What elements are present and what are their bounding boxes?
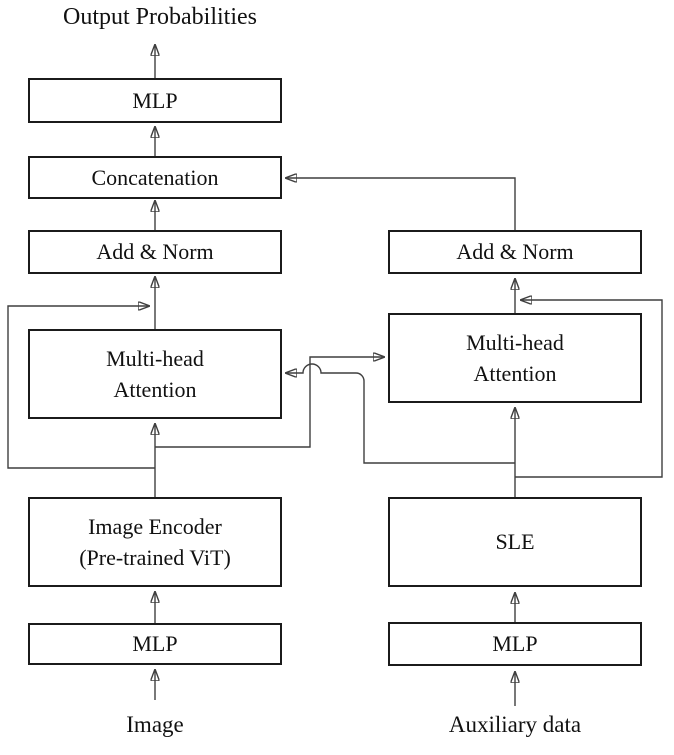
box-mlp-aux: MLP xyxy=(388,622,642,666)
box-concatenation: Concatenation xyxy=(28,156,282,199)
box-sle-label: SLE xyxy=(495,529,535,555)
box-multi-head-attention-left-label: Multi-head Attention xyxy=(106,345,204,402)
box-multi-head-attention-left: Multi-head Attention xyxy=(28,329,282,419)
box-multi-head-attention-right-label: Multi-head Attention xyxy=(466,329,564,386)
wire-cross-sle-to-mha-left xyxy=(286,363,515,464)
box-multi-head-attention-right: Multi-head Attention xyxy=(388,313,642,403)
box-mlp-image: MLP xyxy=(28,623,282,665)
box-mlp-top: MLP xyxy=(28,78,282,123)
box-add-norm-right-label: Add & Norm xyxy=(456,239,574,265)
box-mlp-top-label: MLP xyxy=(132,87,178,113)
image-input-label: Image xyxy=(126,712,184,737)
box-image-encoder: Image Encoder (Pre-trained ViT) xyxy=(28,497,282,587)
box-mlp-image-label: MLP xyxy=(132,631,178,657)
wire-cross-image-to-mha-right xyxy=(155,357,384,448)
box-add-norm-left: Add & Norm xyxy=(28,230,282,274)
box-sle: SLE xyxy=(388,497,642,587)
box-mlp-aux-label: MLP xyxy=(492,631,538,657)
box-add-norm-right: Add & Norm xyxy=(388,230,642,274)
box-image-encoder-label: Image Encoder (Pre-trained ViT) xyxy=(79,513,231,570)
wire-residual-right xyxy=(515,300,663,478)
wire-addnorm-right-to-concat xyxy=(286,178,516,230)
box-add-norm-left-label: Add & Norm xyxy=(96,239,214,265)
box-concatenation-label: Concatenation xyxy=(91,164,219,190)
auxiliary-data-input-label: Auxiliary data xyxy=(448,712,582,737)
wire-residual-left xyxy=(7,306,155,469)
output-probabilities-label: Output Probabilities xyxy=(63,4,257,30)
